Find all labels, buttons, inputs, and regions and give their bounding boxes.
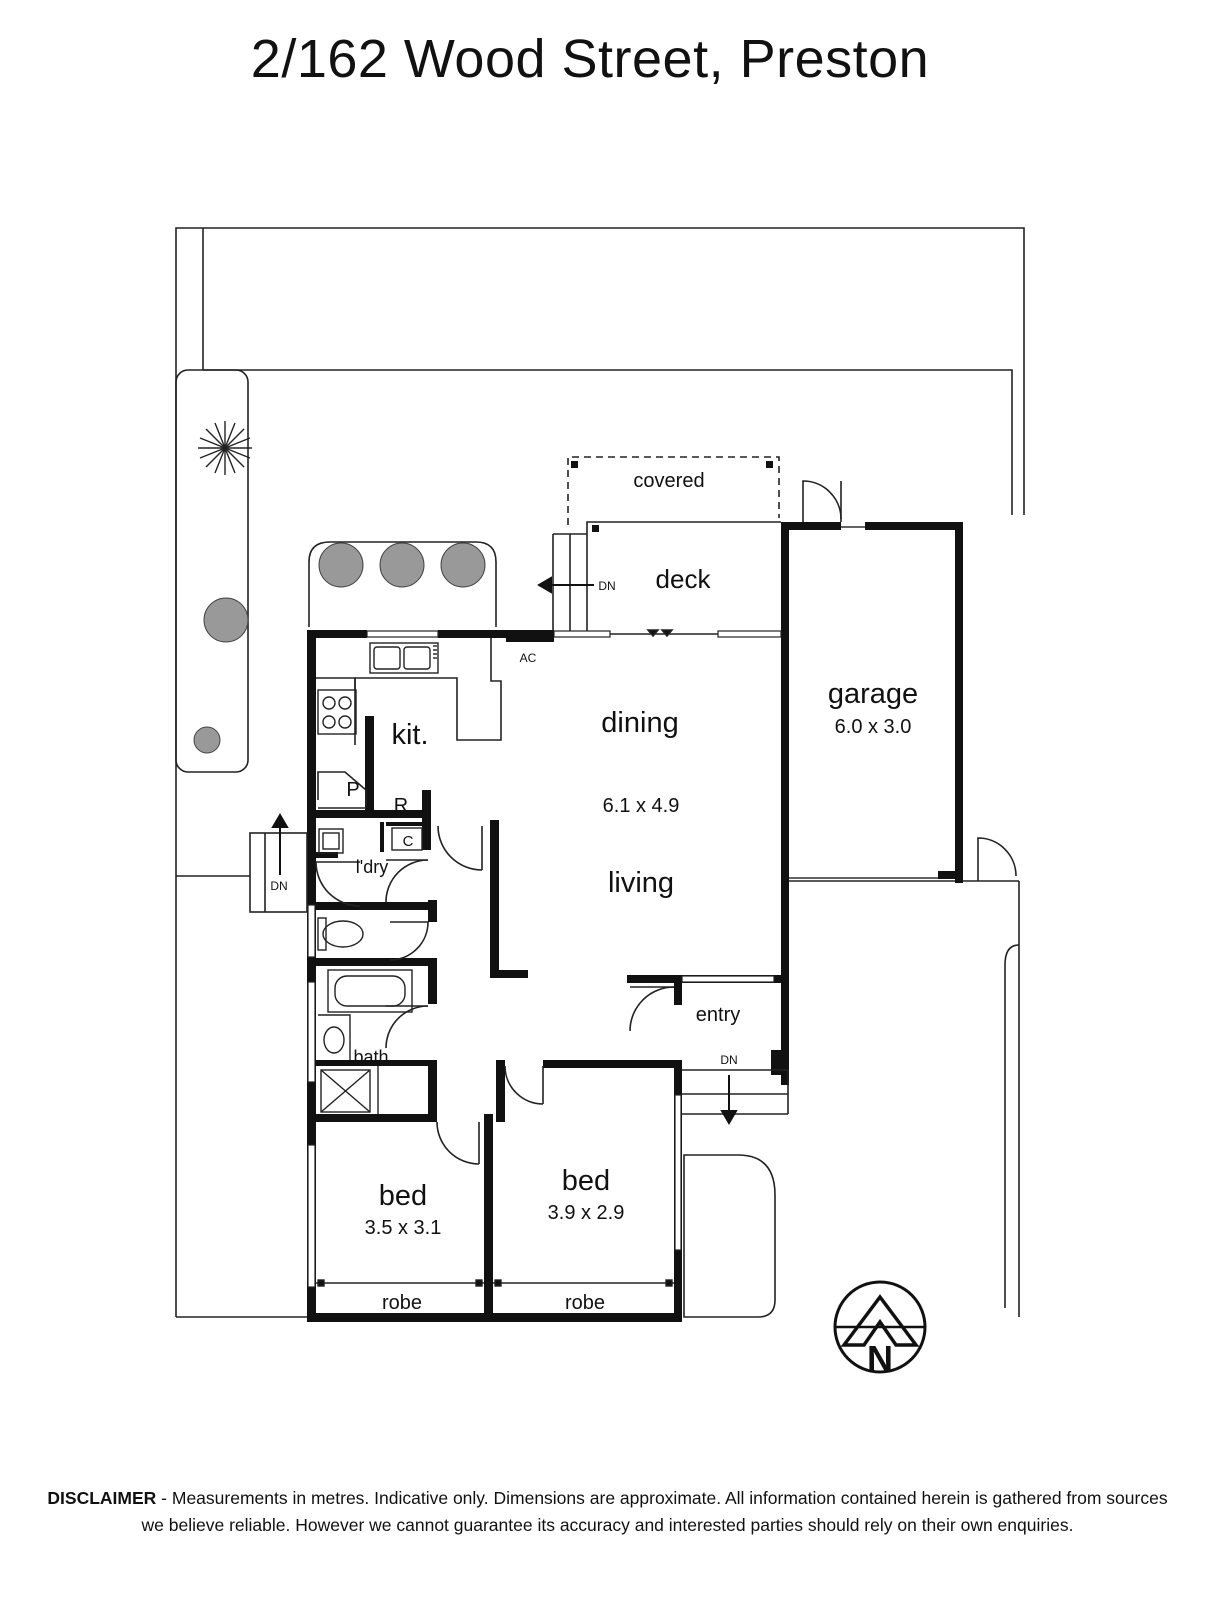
bathtub-icon — [327, 969, 413, 1013]
dining-label: dining — [601, 707, 678, 739]
cupboard — [391, 827, 423, 851]
palm-tree-icon — [198, 421, 252, 475]
garage-dims-label: 6.0 x 3.0 — [835, 716, 912, 738]
window — [307, 630, 782, 1288]
toilet-icon — [317, 917, 364, 951]
covered-area — [567, 456, 780, 532]
bed2-label: bed — [562, 1165, 610, 1197]
stove-icon — [317, 689, 357, 735]
pantry-label: P — [346, 779, 359, 801]
sliding-door — [610, 629, 718, 638]
robe1-label: robe — [382, 1292, 422, 1314]
garden-bed — [308, 541, 497, 627]
arrow-up-icon — [271, 813, 289, 875]
living-dims-label: 6.1 x 4.9 — [603, 795, 680, 817]
living-label: living — [608, 867, 674, 899]
page-title: 2/162 Wood Street, Preston — [250, 29, 930, 89]
ac-label: AC — [520, 651, 537, 665]
kitchen-label: kit. — [391, 719, 428, 751]
disclaimer-text: - Measurements in metres. Indicative onl… — [141, 1488, 1168, 1535]
deck-dn-label: DN — [598, 579, 615, 593]
covered-label: covered — [633, 470, 704, 492]
garage-label: garage — [828, 678, 918, 710]
arrow-down-icon — [720, 1075, 738, 1125]
bath-label: bath — [353, 1047, 388, 1067]
sink-icon — [369, 642, 439, 674]
robe — [316, 1279, 674, 1287]
bed1-dims-label: 3.5 x 3.1 — [365, 1217, 442, 1239]
entry-steps — [682, 1069, 789, 1115]
arrow-left-icon — [537, 576, 594, 594]
laundry-label: l'dry — [356, 857, 388, 877]
bed2-dims-label: 3.9 x 2.9 — [548, 1202, 625, 1224]
robe2-label: robe — [565, 1292, 605, 1314]
disclaimer: DISCLAIMER - Measurements in metres. Ind… — [40, 1485, 1175, 1539]
shower-icon — [320, 1066, 379, 1114]
compass-letter: N — [867, 1338, 893, 1379]
interior-walls — [316, 716, 682, 1322]
side-dn-label: DN — [270, 879, 287, 893]
compass-icon — [833, 1280, 927, 1374]
deck-label: deck — [656, 564, 712, 594]
pantry — [317, 771, 367, 809]
bed1-label: bed — [379, 1180, 427, 1212]
side-steps — [249, 832, 308, 913]
site-boundary — [175, 227, 1025, 1318]
vanity-basin-icon — [318, 1014, 351, 1060]
fridge-label: R — [394, 795, 408, 817]
shrub-icon — [193, 542, 486, 754]
cupboard-label: C — [403, 833, 414, 850]
entry-dn-label: DN — [720, 1053, 737, 1067]
door-swing — [315, 825, 675, 1165]
laundry-tub-icon — [318, 828, 344, 854]
disclaimer-label: DISCLAIMER — [47, 1488, 157, 1508]
entry-label: entry — [696, 1004, 740, 1026]
